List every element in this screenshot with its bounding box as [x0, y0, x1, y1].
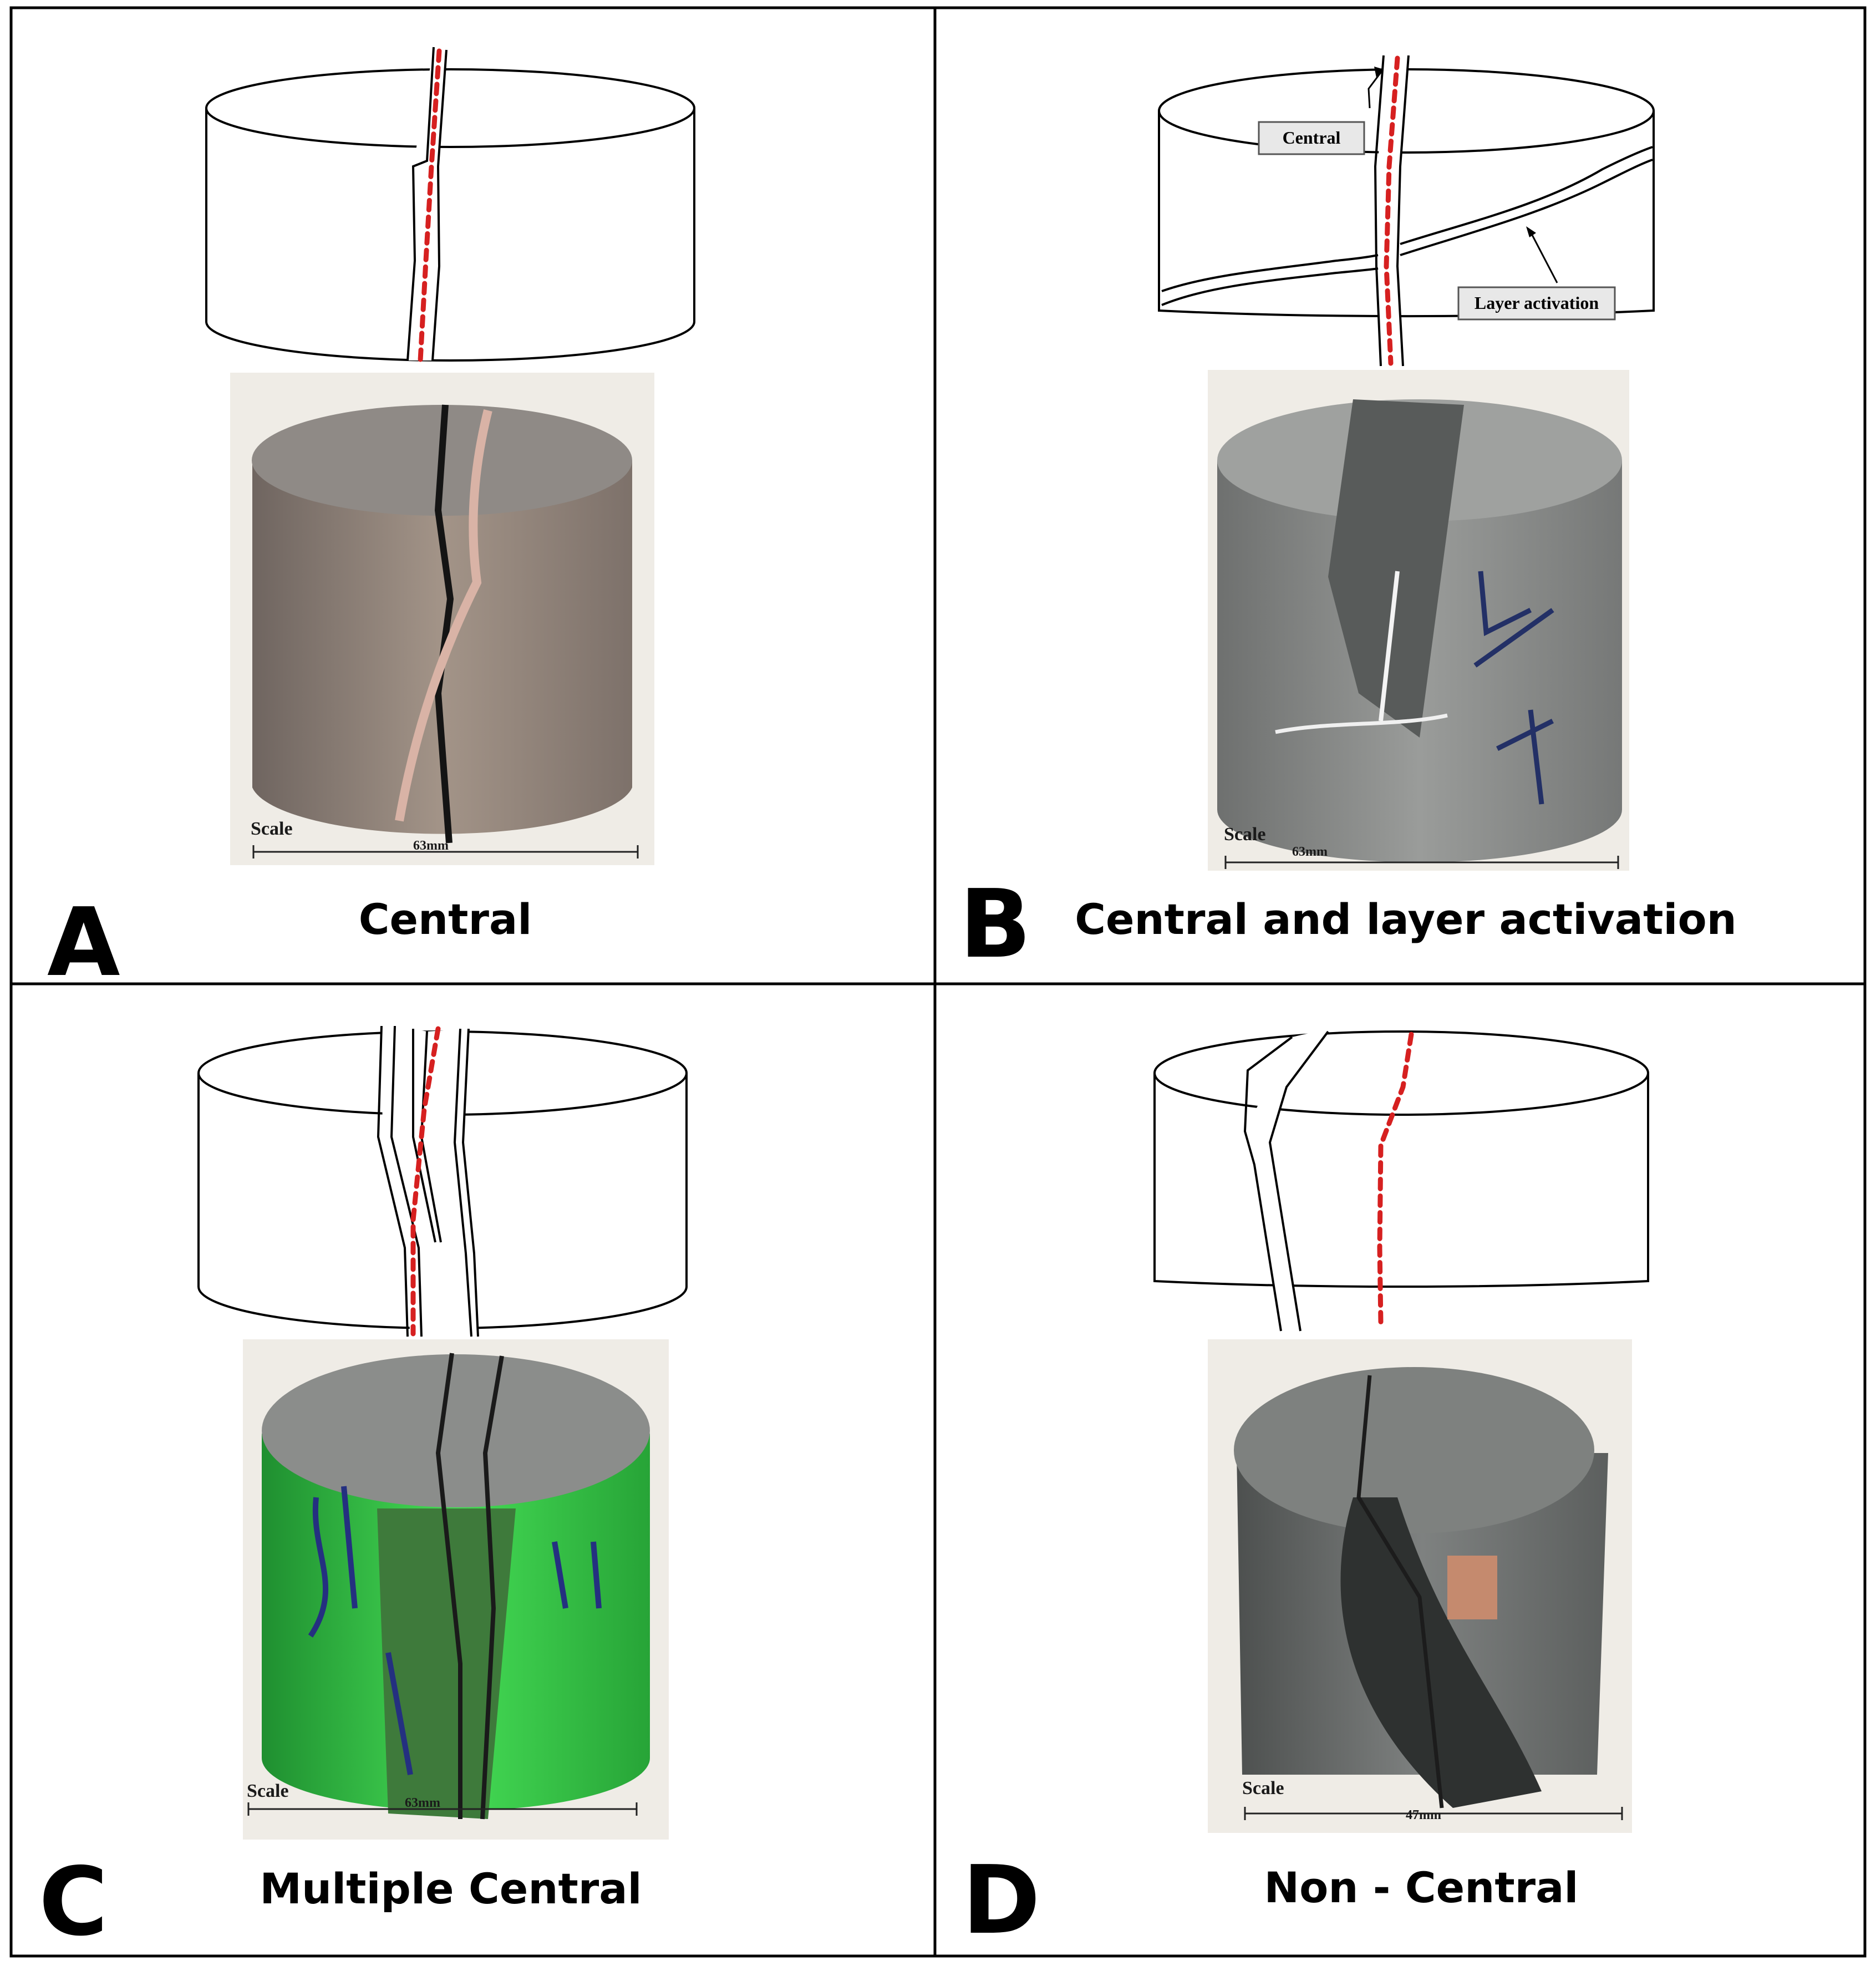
panel-a-specimen-photo: Scale 63mm [230, 373, 654, 865]
panel-a-scale-label: Scale [251, 819, 293, 839]
panel-b-specimen-photo: Scale 63mm [1208, 370, 1629, 871]
panel-b-callout-central-box [1258, 121, 1365, 155]
panel-c-crack-trace [410, 1026, 441, 1337]
panel-b-crack-trace [1384, 55, 1400, 366]
panel-c-caption: Multiple Central [260, 1864, 642, 1913]
panel-b-scale-label: Scale [1224, 824, 1266, 845]
panel-d-caption: Non - Central [1264, 1863, 1579, 1912]
panel-b-letter: B [959, 870, 1031, 979]
panel-b-caption: Central and layer activation [1075, 895, 1737, 944]
panel-a-cylinder-sketch [205, 47, 695, 363]
panel-b-callout-central: Central [1283, 128, 1341, 148]
panel-c-scale-value: 63mm [405, 1796, 440, 1810]
panel-d-scale-label: Scale [1242, 1778, 1284, 1799]
panel-a-letter: A [47, 888, 120, 998]
panel-b-scale-value: 63mm [1292, 845, 1328, 859]
panel-d-crack-trace [1377, 1032, 1414, 1325]
panel-a: Scale 63mm A Central [47, 47, 695, 998]
panel-b-callout-layer: Layer activation [1475, 293, 1599, 313]
panel-a-crack-trace [418, 48, 442, 363]
panel-c-letter: C [39, 1847, 108, 1957]
figure-frame [9, 6, 1867, 1958]
panel-b-callout-layer-box [1457, 286, 1616, 321]
panel-b-cylinder-sketch: Central Layer activation [1158, 55, 1655, 367]
panel-d-specimen-photo: Scale 47mm [1208, 1339, 1632, 1833]
panel-c-scale-label: Scale [247, 1781, 289, 1801]
panel-d-letter: D [962, 1846, 1040, 1955]
panel-d: Scale 47mm D Non - Central [962, 1030, 1649, 1955]
panel-d-cylinder-sketch [1153, 1030, 1649, 1332]
panel-c-cylinder-sketch [197, 1025, 688, 1339]
panel-d-scale-value: 47mm [1406, 1808, 1441, 1822]
panel-a-caption: Central [359, 895, 532, 944]
panel-c-specimen-photo: Scale 63mm [243, 1339, 669, 1840]
panel-b: Central Layer activation Scale 63mm B Ce… [959, 55, 1737, 979]
panel-c: Scale 63mm C Multiple Central [39, 1025, 688, 1957]
panel-a-scale-value: 63mm [413, 839, 449, 853]
